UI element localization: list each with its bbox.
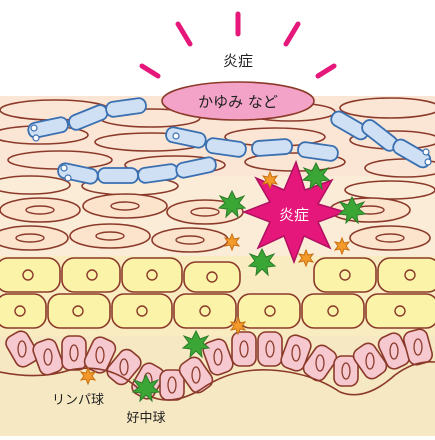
lymphocyte-label: リンパ球 xyxy=(52,393,104,408)
top-inflammation-label: 炎症 xyxy=(223,52,253,70)
center-inflammation-label: 炎症 xyxy=(279,206,309,224)
neutrophil-label: 好中球 xyxy=(126,411,165,426)
itch-label: かゆみ など xyxy=(198,93,278,111)
